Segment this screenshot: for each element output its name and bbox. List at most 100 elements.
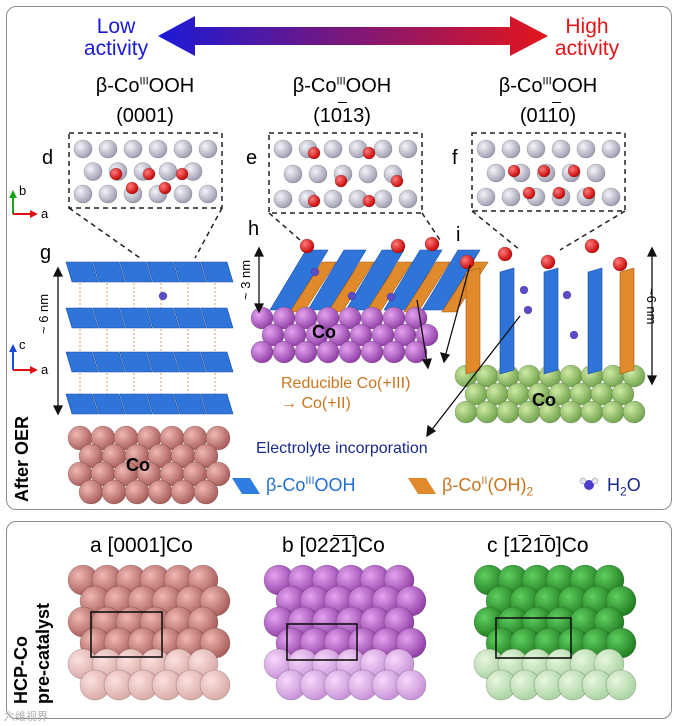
axis-a-label-top: a: [41, 206, 49, 221]
co-atom: [205, 425, 231, 451]
precatalyst-a-spheres: [67, 564, 231, 701]
electrolyte-annotation: Electrolyte incorporation: [256, 440, 428, 457]
layers-i: [459, 238, 635, 375]
panel-letter-e: e: [246, 147, 258, 169]
co-atom: [294, 340, 318, 364]
oxygen-atom: [273, 189, 293, 209]
oxygen-atom: [323, 189, 343, 209]
direction-overbar-b: [333, 535, 355, 536]
co-atom: [454, 400, 478, 424]
oxygen-atom: [323, 139, 343, 159]
oxygen-atom: [586, 163, 606, 183]
oxygen-atom: [173, 139, 193, 159]
oxygen-atom: [148, 139, 168, 159]
oxygen-atom: [501, 139, 521, 159]
cooh-octahedron: [173, 261, 207, 283]
cooh-octahedron: [173, 307, 207, 329]
high-activity-label: High activity: [554, 15, 620, 60]
oxygen-atom: [198, 184, 218, 204]
panel-letter-d: d: [42, 147, 54, 169]
oxygen-atom: [398, 139, 418, 159]
water-molecule: [158, 291, 168, 301]
direction-overbar-c2: [540, 535, 550, 536]
cobalt-atom: [125, 181, 139, 195]
oxygen-site: [299, 238, 315, 254]
co-atom: [338, 340, 362, 364]
dimension-label-g: ~ 6 nm: [36, 293, 51, 334]
oxygen-atom: [173, 184, 193, 204]
cobalt-atom: [507, 164, 521, 178]
water-molecule: [386, 292, 396, 302]
co-atom: [622, 400, 646, 424]
cobalt-atom: [307, 146, 321, 160]
legend-swatches: [232, 477, 599, 494]
oxygen-atom: [83, 162, 103, 181]
cobalt-atom: [522, 186, 536, 200]
co-atom: [404, 340, 428, 364]
cooh-octahedron: [92, 351, 126, 373]
co-atom: [605, 669, 637, 701]
oxygen-atom: [601, 139, 621, 159]
cobalt-atom: [307, 194, 321, 208]
hydroxide-column: [499, 267, 515, 375]
co-atom: [601, 400, 625, 424]
oxygen-atom: [551, 139, 571, 159]
oxygen-atom: [198, 139, 218, 159]
co-atom: [170, 479, 196, 505]
cooh-octahedron: [200, 351, 234, 373]
cooh-octahedron: [173, 393, 207, 415]
oxygen-atom: [373, 139, 393, 159]
oxygen-atom: [308, 164, 328, 184]
cobalt-atom: [362, 146, 376, 160]
cobalt-atom: [158, 181, 172, 195]
cobalt-atom: [537, 164, 551, 178]
precatalyst-a-title: a [0001]Co: [90, 534, 193, 557]
oxygen-atom: [358, 164, 378, 184]
water-molecule: [562, 290, 572, 300]
cooh-octahedron: [200, 393, 234, 415]
layers-h: [269, 236, 489, 313]
cooh-octahedron: [119, 261, 153, 283]
panel-letter-f: f: [452, 147, 458, 169]
oxygen-atom: [158, 162, 178, 181]
dimension-label-i: ~6 nm: [644, 288, 659, 325]
cobalt-atom: [362, 194, 376, 208]
cobalt-atom: [390, 174, 404, 188]
cooh-octahedron: [92, 261, 126, 283]
co-atom: [475, 400, 499, 424]
oxygen-atom: [476, 187, 496, 207]
co-atom: [360, 340, 384, 364]
oxygen-atom: [73, 139, 93, 159]
atoms-box-f: [476, 139, 621, 207]
oxygen-atom: [486, 163, 506, 183]
cooh-octahedron: [65, 393, 99, 415]
water-molecule: [310, 267, 320, 277]
cobalt-atom: [552, 186, 566, 200]
cooh-octahedron: [65, 307, 99, 329]
activity-arrow: [158, 16, 548, 56]
oxygen-atom: [283, 164, 303, 184]
co-atom: [559, 400, 583, 424]
cobalt-atom: [334, 174, 348, 188]
oxygen-atom: [73, 184, 93, 204]
co-atom: [199, 669, 231, 701]
oxygen-atom: [501, 187, 521, 207]
oxygen-site: [584, 238, 600, 254]
co-atom: [404, 306, 428, 330]
cobalt-atom: [109, 167, 123, 181]
direction-overbar-c1: [518, 535, 528, 536]
cooh-octahedron: [119, 351, 153, 373]
axis-b-label: b: [19, 183, 27, 198]
cobalt-atom: [175, 167, 189, 181]
precatalyst-c-spheres: [473, 564, 637, 701]
cooh-octahedron: [65, 261, 99, 283]
co-atom: [250, 340, 274, 364]
axes-ca: [9, 344, 38, 374]
hydroxide-column: [465, 267, 481, 375]
low-activity-label: Low activity: [83, 15, 149, 60]
cooh-octahedron: [146, 307, 180, 329]
precatalyst-c-title: c [1210]Co: [487, 534, 589, 557]
axis-c-label: c: [19, 337, 26, 352]
substrate-i: [454, 364, 646, 424]
